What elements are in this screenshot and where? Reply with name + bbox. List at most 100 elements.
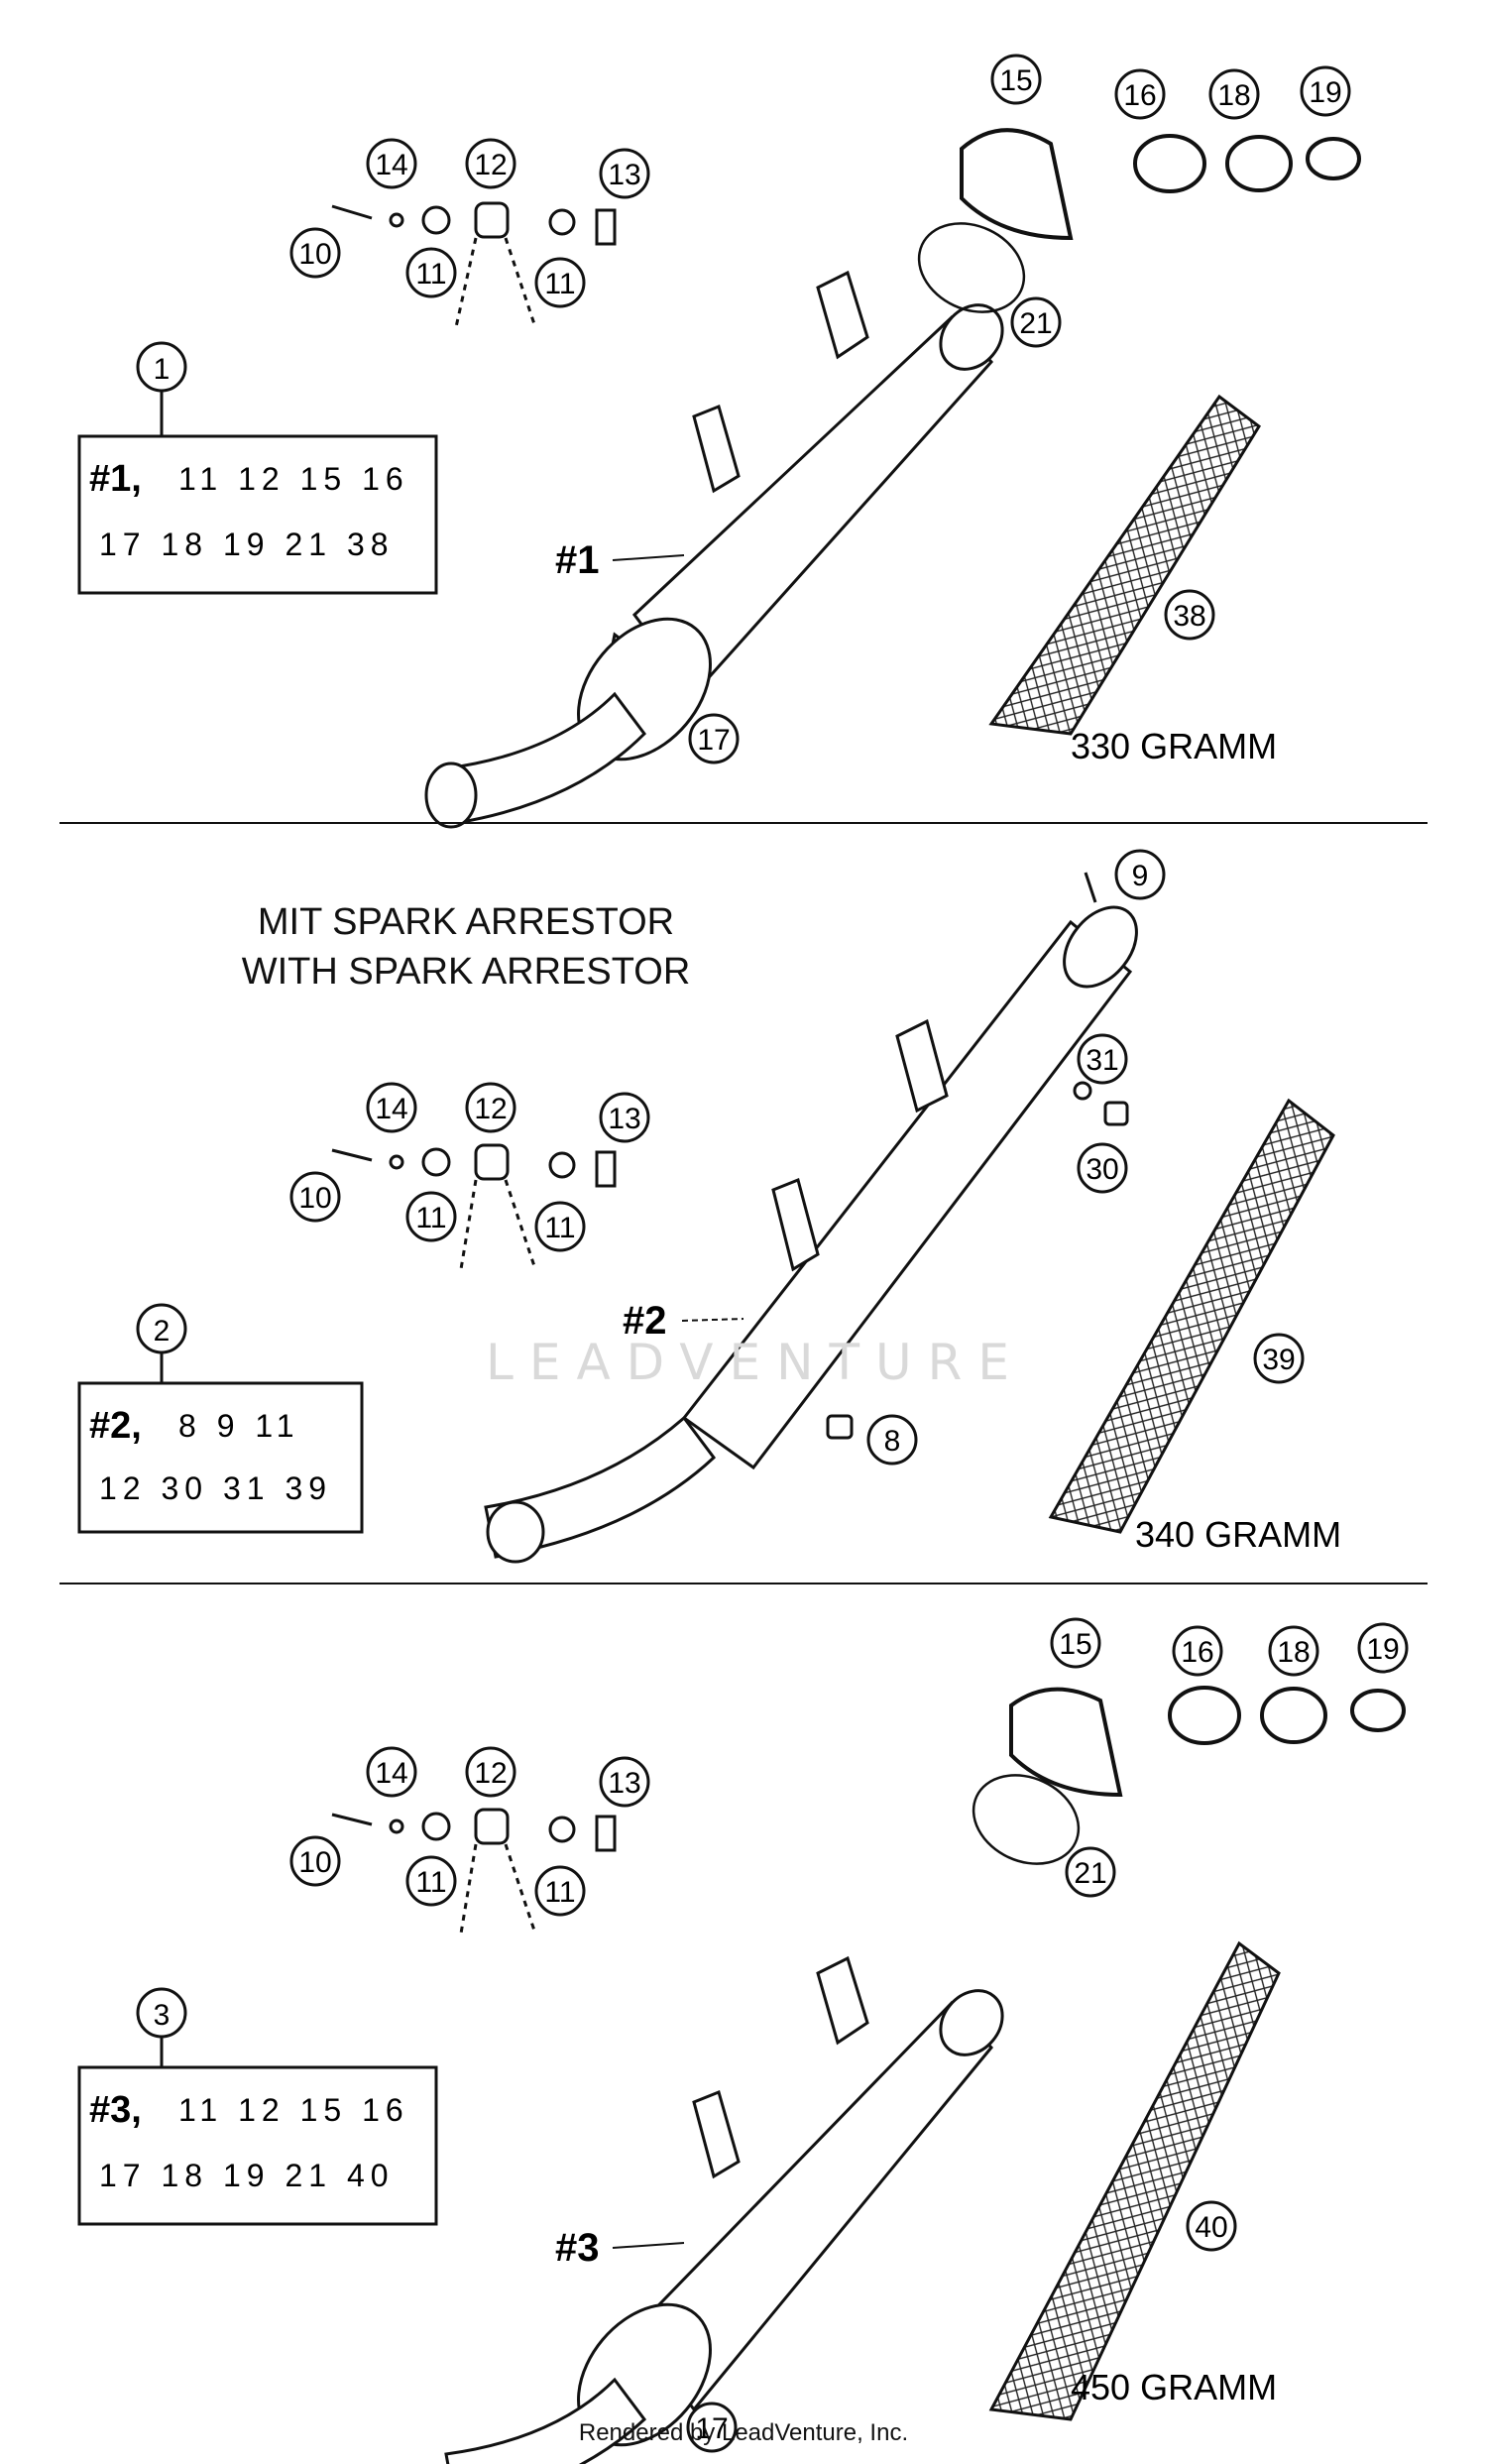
callout-circle-mount3-0 [366,1746,417,1798]
callout-s2-31: 31 [1086,1044,1118,1077]
callout-s3-17: 17 [695,2412,728,2445]
callout-circle-mount2-4 [405,1191,457,1242]
callout-circle-mount1-1 [465,138,516,189]
mount-hardware-1 [331,201,617,328]
callout-circle-endcap3-2 [1268,1625,1319,1677]
callout-mount1-12: 12 [474,149,507,181]
callout-s2-9: 9 [1132,860,1149,892]
callout-circle-mount1-0 [366,138,417,189]
kit-part-row2-2: 12 30 31 39 [99,1470,332,1506]
callout-circle-mount3-5 [534,1865,586,1917]
callout-circle-mount2-1 [465,1082,516,1133]
callout-endcap3-18: 18 [1277,1636,1310,1669]
silencer-3 [444,1955,1004,2464]
callout-circle-s2-4 [1253,1333,1305,1384]
callout-mount3-10: 10 [298,1846,331,1879]
callout-circle-s3-1 [1186,2200,1237,2252]
callout-circle-mount2-5 [534,1201,586,1252]
callout-circle-s2-0 [1114,849,1166,900]
callout-circle-mount2-0 [366,1082,417,1133]
silencer-label-3: #3 [555,2226,600,2270]
heading-line-german: MIT SPARK ARRESTOR [257,901,675,943]
callout-circle-endcap1-2 [1208,68,1260,120]
callout-mount1-11: 11 [544,268,575,300]
callout-endcap1-19: 19 [1309,76,1341,109]
packing-40 [988,1940,1281,2421]
kit-part-row1-1: 11 12 15 16 [178,461,409,497]
callout-endcap3-15: 15 [1059,1628,1091,1661]
weight-label-1: 330 GRAMM [1071,726,1277,766]
watermark: LEADVENTURE [486,1334,1025,1391]
silencer-label-1: #1 [555,538,600,582]
callout-endcap1-15: 15 [999,64,1032,97]
mount-hardware-2 [331,1143,617,1270]
spark-arrestor-hardware [826,872,1129,1440]
callout-endcap3-21: 21 [1074,1857,1106,1890]
callout-mount1-11: 11 [415,258,446,291]
callout-mount2-10: 10 [298,1182,331,1215]
callout-circle-endcap3-4 [1065,1846,1116,1898]
callout-circle-mount2-2 [599,1092,650,1143]
callout-circle-mount2-3 [289,1171,341,1223]
callout-s2-30: 30 [1086,1153,1118,1186]
weight-label-3: 450 GRAMM [1071,2367,1277,2407]
kit-part-row1-3: 11 12 15 16 [178,2092,409,2128]
section-2-heading: MIT SPARK ARRESTOR WITH SPARK ARRESTOR [238,897,694,997]
callout-circle-s2-3 [866,1414,918,1466]
callout-circle-mount1-5 [534,257,586,308]
callout-circle-s2-2 [1077,1142,1128,1194]
packing-39 [1048,1098,1335,1534]
section-1: 1 #1, 11 12 15 16 17 18 19 21 38 #1 330 … [59,128,1428,829]
callout-mount3-14: 14 [375,1757,407,1790]
kit-box-1: 1 #1, 11 12 15 16 17 18 19 21 38 [77,341,438,595]
callout-s2-8: 8 [884,1425,901,1458]
kit-part-row1-2: 8 9 11 [178,1408,300,1444]
callout-circle-mount1-3 [289,227,341,279]
callout-s1-17: 17 [697,724,730,757]
silencer-label-2: #2 [623,1299,667,1343]
callout-mount3-11: 11 [415,1866,446,1899]
callout-endcap3-16: 16 [1181,1636,1213,1669]
mount-hardware-3 [331,1808,617,1935]
callout-circle-s1-1 [1164,589,1215,641]
silencer-2 [484,905,1138,1564]
callout-circle-s2-1 [1077,1033,1128,1085]
callout-mount2-11: 11 [544,1212,575,1244]
kit-number-2: 2 [154,1315,171,1348]
kit-number-3: 3 [154,1999,171,2032]
endcap-parts-3 [972,1686,1406,1865]
kit-part-row2-1: 17 18 19 21 38 [99,527,395,562]
callout-circle-endcap3-1 [1172,1625,1223,1677]
silencer-1 [424,270,1004,829]
callout-circle-endcap3-0 [1050,1617,1101,1669]
kit-box-title-3: #3, [89,2089,142,2131]
callout-circle-s3-0 [686,2402,738,2453]
callout-s3-40: 40 [1195,2211,1227,2244]
callout-circle-endcap3-3 [1357,1622,1409,1674]
callout-circle-endcap1-0 [990,54,1042,105]
callout-mount3-13: 13 [608,1767,640,1800]
callout-mount1-10: 10 [298,238,331,271]
callout-mount1-14: 14 [375,149,407,181]
endcap-parts-1 [917,128,1361,313]
callout-circle-mount1-4 [405,247,457,298]
callout-endcap1-18: 18 [1217,79,1250,112]
callout-circle-mount3-1 [465,1746,516,1798]
callout-endcap1-21: 21 [1019,307,1052,340]
callout-mount1-13: 13 [608,159,640,191]
kit-box-2: 2 #2, 8 9 11 12 30 31 39 [77,1303,364,1534]
kit-number-1: 1 [154,353,171,386]
callout-mount2-14: 14 [375,1093,407,1125]
callout-mount2-13: 13 [608,1103,640,1135]
callout-circle-mount3-4 [405,1855,457,1907]
callout-mount2-11: 11 [415,1202,446,1234]
callout-mount3-11: 11 [544,1876,575,1909]
packing-38 [988,394,1261,736]
kit-part-row2-3: 17 18 19 21 40 [99,2158,395,2193]
callout-circle-endcap1-1 [1114,68,1166,120]
callout-s2-39: 39 [1262,1344,1295,1376]
kit-box-3: 3 #3, 11 12 15 16 17 18 19 21 40 [77,1987,438,2226]
callout-circle-mount3-2 [599,1756,650,1808]
